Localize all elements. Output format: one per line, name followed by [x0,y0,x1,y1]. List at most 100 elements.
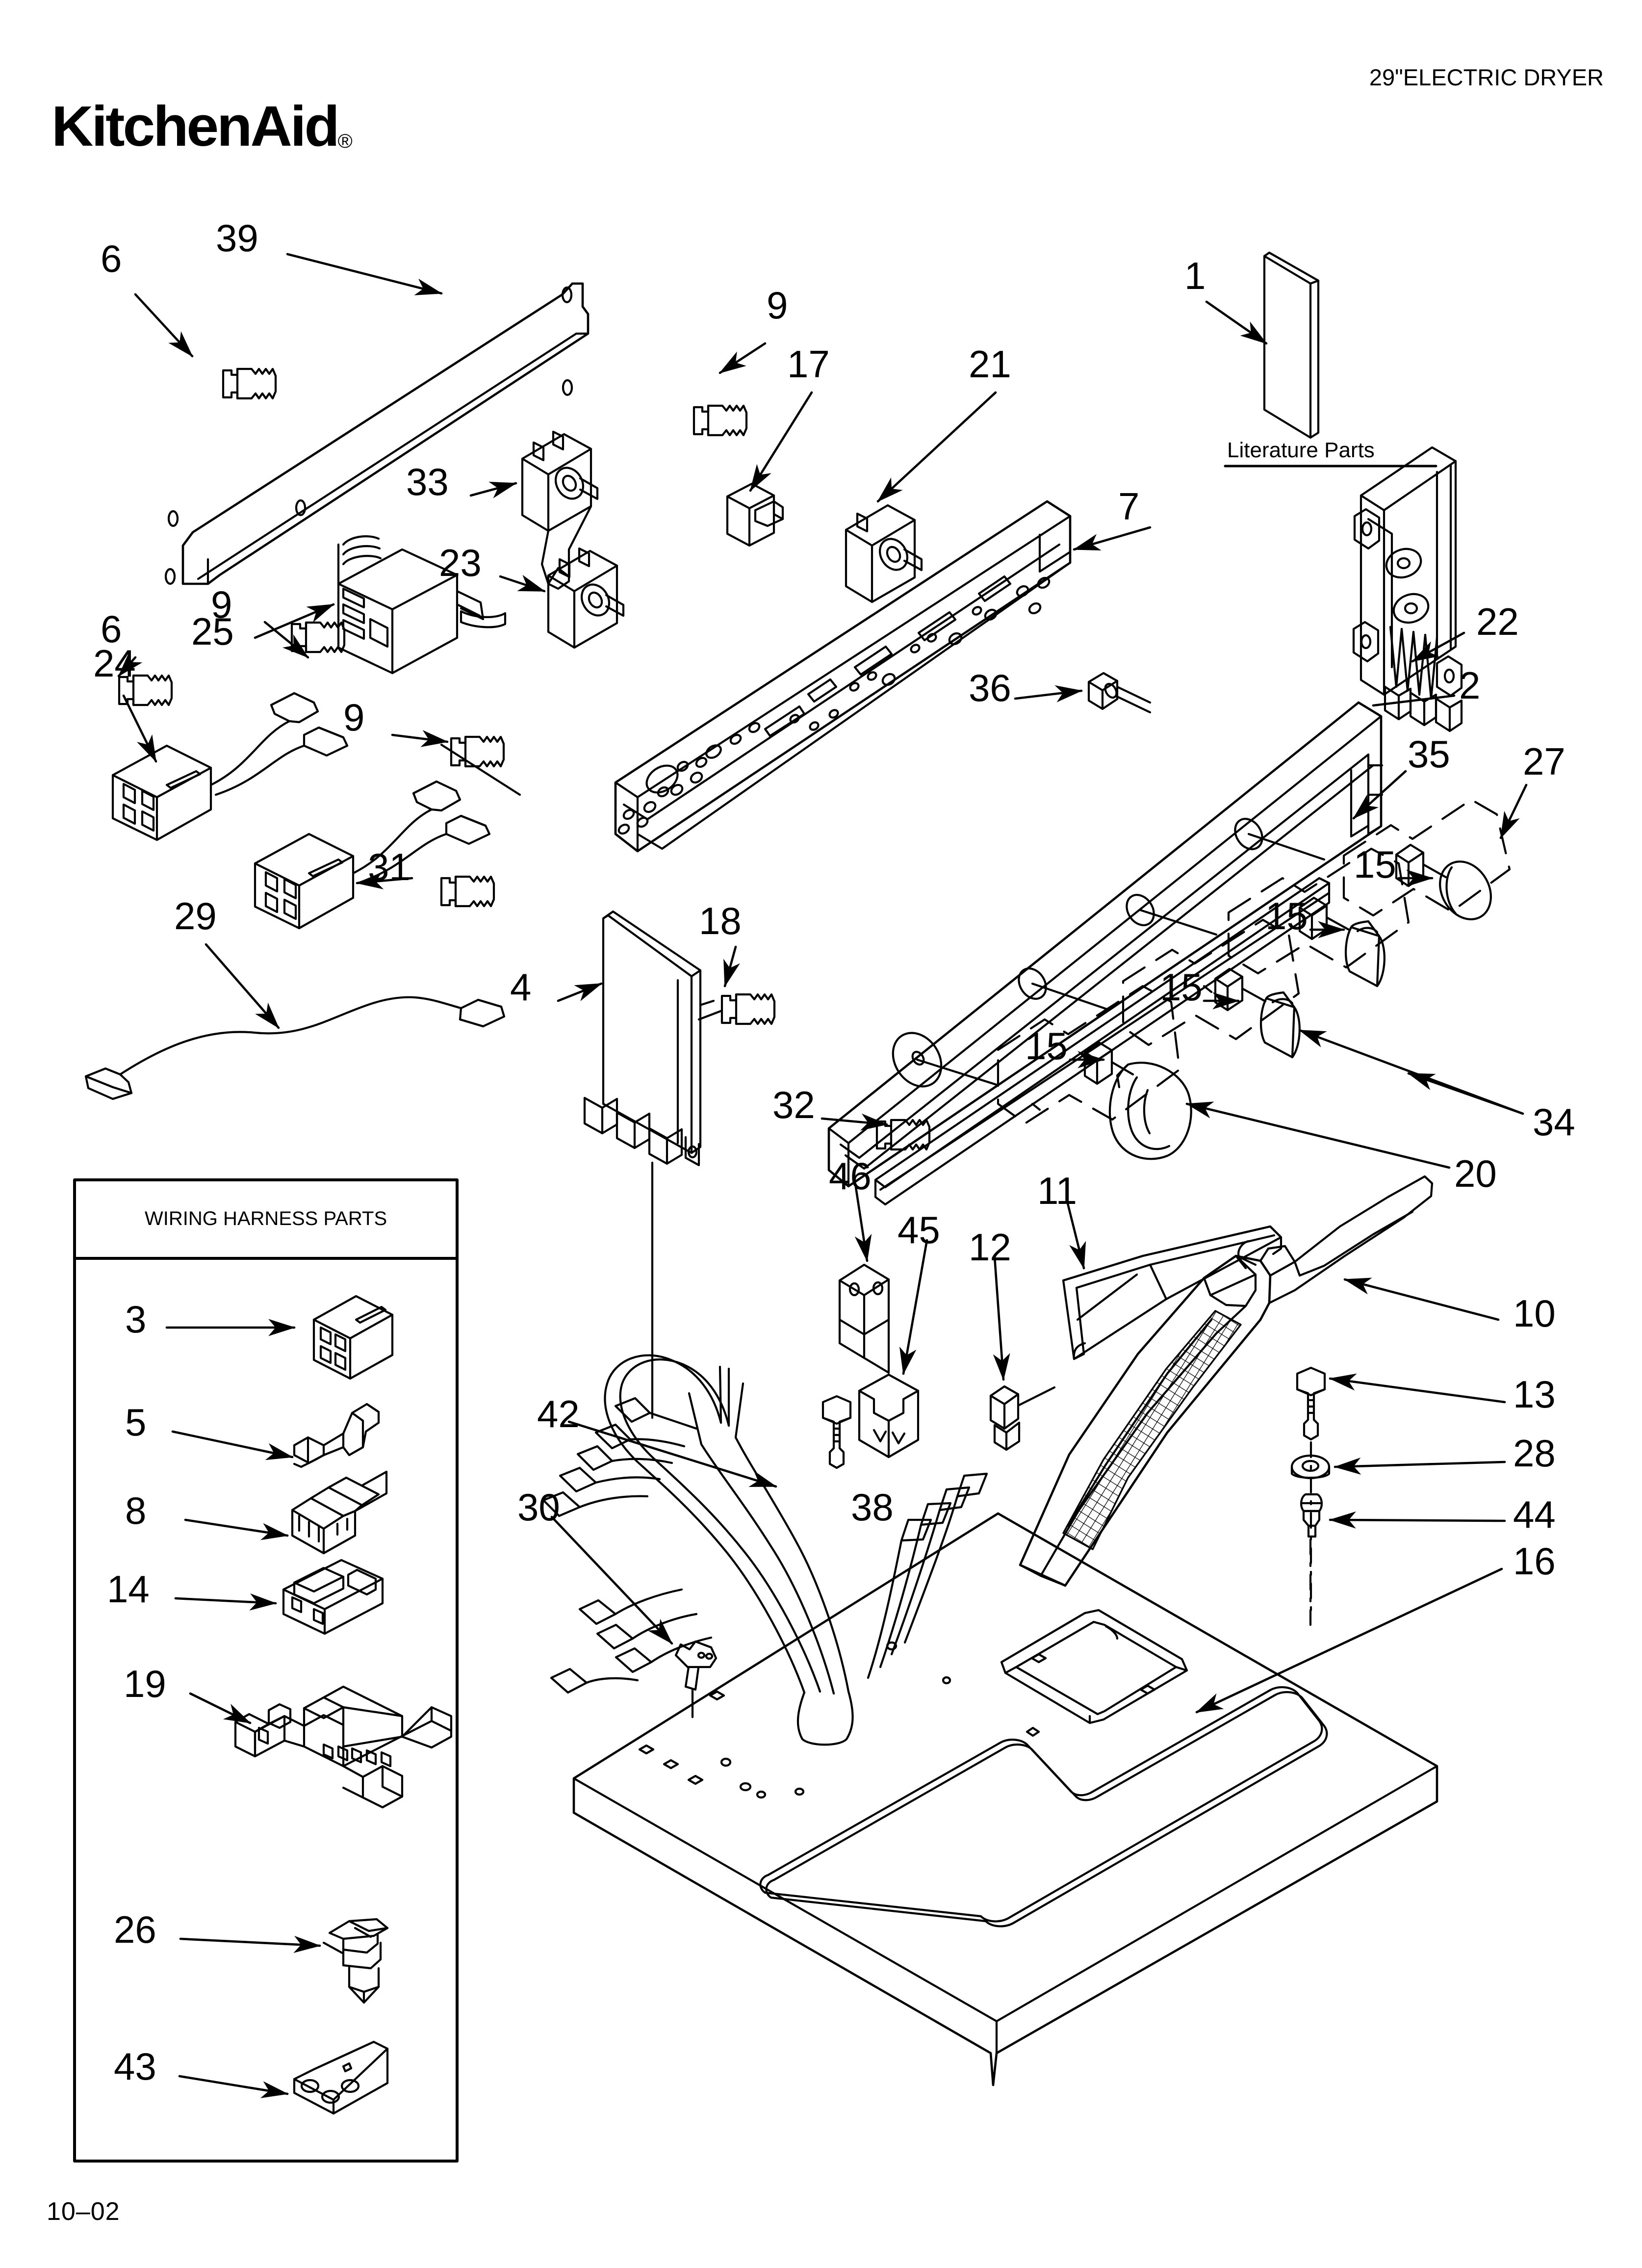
callout-13: 13 [1513,1373,1556,1416]
console-end-cap-4 [583,910,702,1419]
callout-31: 31 [368,845,410,888]
page-code: 10–02 [47,2197,120,2226]
callout-30: 30 [517,1486,560,1529]
wiring-harness-box-title: WIRING HARNESS PARTS [145,1208,387,1229]
callout-7: 7 [1118,485,1140,528]
callout-17: 17 [787,342,830,386]
callout-12: 12 [969,1225,1011,1269]
knob-group-27 [1342,798,1511,917]
callout-36: 36 [969,666,1011,709]
legend-number-43: 43 [114,2045,156,2088]
screw-9-upper-right [693,404,748,437]
callout-9-c: 9 [343,696,365,739]
page-title: 29"ELECTRIC DRYER [1369,64,1604,90]
push-button-switch-23 [547,547,625,649]
legend-number-8: 8 [125,1489,147,1532]
selector-knob-27-cap [1439,860,1492,920]
jumper-harness-31 [254,780,491,930]
legend-part-26 [322,1918,389,2004]
screw-9-harness [440,743,521,796]
knob-shaft-stub-group [892,818,1326,1088]
legend-leaders [165,1319,321,2098]
knob-group-20 [997,985,1181,1125]
literature-parts-label: Literature Parts [1227,438,1375,462]
legend-number-3: 3 [125,1298,147,1341]
knob-clip-15-a [1395,843,1447,887]
legend-number-26: 26 [114,1908,156,1951]
console-rear-panel-2 [827,701,1384,1188]
screw-32 [875,1119,931,1151]
callout-15-a: 15 [1354,843,1396,886]
main-wire-harness-38 [542,1354,988,1746]
selector-knob-34-b [1345,920,1385,988]
callout-6-top: 6 [101,237,122,280]
callout-34: 34 [1533,1100,1575,1144]
wire-clip-12 [989,1385,1056,1451]
legend-part-8 [291,1470,388,1555]
callout-1: 1 [1184,254,1206,297]
lint-screen-grille-11 [1062,1225,1283,1360]
washer-28 [1290,1454,1331,1480]
console-trim-strip-35 [874,877,1331,1206]
callout-24: 24 [93,642,136,685]
terminal-block-17 [726,482,784,547]
callout-28: 28 [1513,1432,1556,1475]
callout-25: 25 [191,610,234,653]
lint-screen-10 [1019,1175,1434,1587]
callout-39: 39 [216,216,258,260]
selector-knob-20 [1108,1062,1192,1160]
callout-22: 22 [1476,600,1519,643]
rotary-switch-21 [845,504,923,603]
callout-16: 16 [1513,1539,1556,1583]
callout-46: 46 [829,1154,872,1198]
console-end-cap-22 [1352,446,1463,732]
callout-9-b: 9 [211,583,232,626]
callout-33: 33 [406,460,449,503]
callout-21: 21 [969,342,1011,386]
callout-23: 23 [439,541,482,584]
legend-number-14: 14 [107,1567,150,1611]
callout-27: 27 [1523,740,1565,783]
leader-lines [117,253,1528,1714]
kitchenaid-logo: KitchenAid® [51,93,353,159]
screw-18 [697,993,776,1025]
legend-number-19: 19 [124,1662,166,1705]
timer-25 [337,535,507,675]
selector-knob-34-c [1260,991,1301,1059]
knob-group-34-lower [1122,918,1300,1046]
callout-2: 2 [1459,664,1481,707]
screw-38-mount [821,1395,852,1469]
knob-group-34-upper [1227,847,1410,975]
wire-clip-30 [674,1640,718,1719]
top-panel-16 [572,1512,1438,2086]
callout-20: 20 [1454,1152,1497,1195]
door-switch-bracket-46 [838,1263,890,1374]
callout-35: 35 [1408,732,1450,776]
push-button-switch-33 [521,430,599,590]
wire-retainer-45 [858,1373,920,1459]
callout-42: 42 [537,1392,580,1435]
screw-9-left [290,621,346,653]
grommet-44 [1300,1493,1323,1635]
callout-29: 29 [174,894,217,938]
callout-11: 11 [1037,1169,1077,1212]
legend-number-5: 5 [125,1401,147,1444]
rear-access-panel-39 [164,282,590,585]
callout-45: 45 [898,1208,940,1251]
literature-packet-1 [1263,251,1320,439]
jumper-harness-24 [111,692,349,841]
callout-44: 44 [1513,1493,1556,1536]
single-lead-wire-29 [84,996,506,1100]
screw-6-top [222,367,277,400]
callout-10: 10 [1513,1292,1556,1335]
screw-9-right-area [440,875,495,908]
callout-15-d: 15 [1025,1024,1068,1068]
callout-38: 38 [851,1486,894,1529]
legend-part-43 [293,2040,389,2115]
legend-part-3 [312,1295,394,1380]
legend-part-14 [282,1559,384,1635]
registered-mark-icon: ® [337,130,353,152]
callout-18: 18 [699,899,742,942]
